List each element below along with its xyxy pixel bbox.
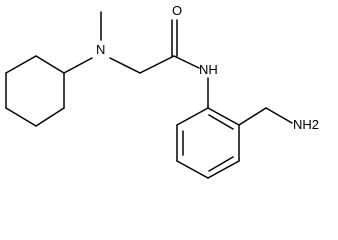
bond: [35, 55, 65, 74]
benzene-ring: [176, 107, 240, 179]
cyclohexane-ring: [5, 55, 65, 127]
bond-carbonyl-nh: [173, 55, 200, 69]
atom-label-nitrogen-tertiary: N: [96, 42, 105, 57]
chemical-structure: O N NH NH2: [5, 3, 319, 179]
bond: [207, 160, 240, 179]
atom-label-nitrogen-amide: NH: [199, 62, 218, 77]
bond-ch2-nh2: [265, 107, 293, 124]
aromatic-inner-bond: [208, 114, 234, 130]
bond-n-ch2: [109, 57, 141, 74]
bond: [176, 160, 209, 179]
bond-ch2-carbonyl: [139, 55, 175, 74]
atom-label-oxygen: O: [172, 3, 182, 18]
bond-cyclohexyl-n: [63, 57, 93, 74]
bond: [5, 55, 37, 74]
bond: [5, 107, 37, 127]
atom-label-amine: NH2: [293, 117, 319, 132]
aromatic-inner-bond: [208, 156, 234, 172]
bond: [176, 107, 209, 126]
bond: [207, 107, 240, 126]
bond-ring-ch2: [238, 107, 267, 126]
structure-canvas: O N NH NH2: [5, 3, 319, 179]
bond: [35, 107, 65, 127]
